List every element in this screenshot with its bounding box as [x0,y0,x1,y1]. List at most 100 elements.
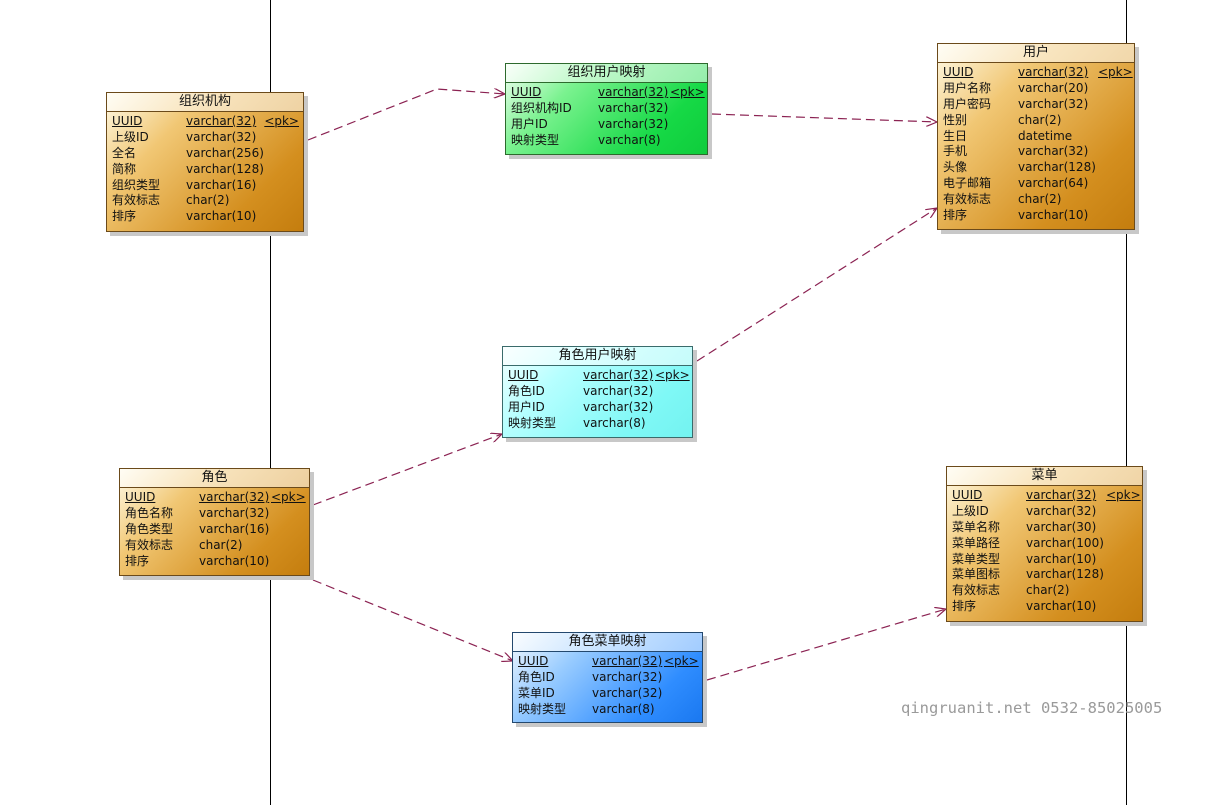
page-boundary-line [1126,0,1127,805]
column-key [271,506,305,522]
relation-roleuser-to-user [696,208,937,362]
entity-title: 角色 [120,469,309,488]
column-type: varchar(32) [1018,65,1089,79]
column-type: varchar(128) [1026,567,1104,582]
column-type: varchar(256) [186,145,264,160]
column-type: varchar(32) [186,129,257,144]
column-name: 菜单ID [518,685,555,700]
column-type: char(2) [199,537,243,552]
relation-orguser-to-user [711,113,937,122]
column-name: 用户密码 [943,96,992,111]
column-key [264,193,299,209]
column-type: varchar(32) [1026,488,1097,502]
column-type: char(2) [1018,192,1062,207]
column-key: <pk> [264,114,299,128]
column-key [264,209,299,225]
column-name: 映射类型 [508,415,557,430]
column-key [1098,192,1130,208]
column-type: varchar(32) [598,85,669,99]
column-row: 电子邮箱 varchar(64) [943,176,1130,192]
relation-org-to-orguser [307,89,505,141]
column-name: UUID [112,114,143,128]
column-type: varchar(32) [1018,96,1089,111]
column-key [1098,81,1130,97]
column-key [1098,129,1130,145]
column-name: 排序 [125,553,150,568]
column-type: varchar(16) [186,177,257,192]
column-name: 用户ID [511,116,548,131]
relation-role-to-rolemenu [312,579,513,661]
column-type: varchar(32) [592,654,663,668]
column-name: 菜单名称 [952,519,1001,534]
relation-role-to-roleuser [312,434,502,506]
column-name: UUID [508,368,539,382]
entity-title: 组织机构 [107,93,303,112]
entity-title: 角色用户映射 [503,347,692,366]
column-key: <pk> [655,368,690,382]
entity-title: 组织用户映射 [506,64,707,83]
column-key [264,178,299,194]
column-name: 上级ID [112,129,149,144]
column-name: 组织机构ID [511,100,572,115]
column-name: 全名 [112,145,137,160]
column-type: varchar(10) [1026,551,1097,566]
column-type: varchar(32) [199,490,270,504]
column-key [670,101,703,117]
column-row: 菜单图标 varchar(128) [952,567,1138,583]
column-name: 有效标志 [125,537,174,552]
column-type: varchar(8) [598,132,661,147]
column-key [1106,504,1138,520]
column-type: datetime [1018,128,1073,143]
column-type: varchar(32) [1026,503,1097,518]
column-key [271,554,305,570]
column-key: <pk> [664,654,699,668]
column-name: 菜单图标 [952,567,1001,582]
column-key [670,133,703,149]
column-name: UUID [943,65,974,79]
column-key [664,670,698,686]
column-key [1098,144,1130,160]
column-name: 有效标志 [943,192,992,207]
column-type: varchar(20) [1018,80,1089,95]
column-name: 角色类型 [125,521,174,536]
column-row: 有效标志 char(2) [125,538,305,554]
column-name: 性别 [943,112,968,127]
column-type: varchar(64) [1018,176,1089,191]
column-key: <pk> [1106,488,1141,502]
column-name: 电子邮箱 [943,176,992,191]
column-type: varchar(10) [1026,599,1097,614]
column-name: 简称 [112,161,137,176]
column-name: 手机 [943,144,968,159]
column-key [655,416,688,432]
column-key [1098,160,1130,176]
column-name: 上级ID [952,503,989,518]
column-name: 用户ID [508,399,545,414]
column-key [664,702,698,718]
